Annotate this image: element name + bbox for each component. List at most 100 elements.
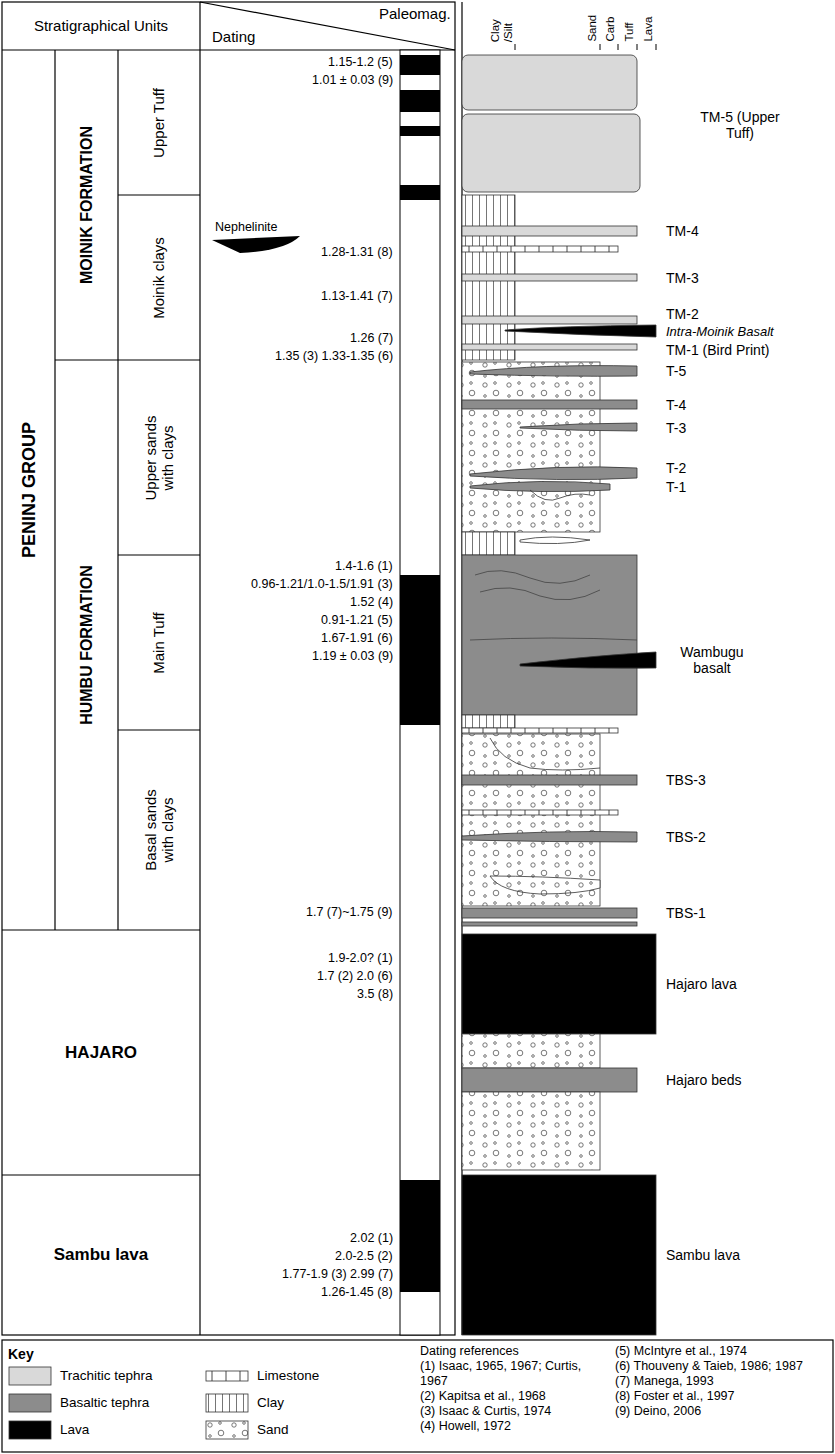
litho-shape bbox=[2, 1174, 200, 1175]
legend-swatch bbox=[205, 1366, 249, 1386]
litho-shape bbox=[462, 908, 637, 918]
litho-shape bbox=[462, 734, 600, 906]
litho-shape bbox=[462, 274, 637, 281]
litho-shape bbox=[462, 810, 618, 815]
litho-shape bbox=[2, 929, 200, 930]
legend-swatch bbox=[205, 1420, 249, 1440]
text-label: 1.52 (4) bbox=[350, 595, 393, 609]
dating-reference: (7) Manega, 1993 bbox=[615, 1374, 829, 1389]
legend-text: Lava bbox=[60, 1422, 89, 1438]
legend-text: Sand bbox=[257, 1422, 289, 1438]
litho-shape bbox=[462, 316, 637, 324]
unit-name: Moinik clays bbox=[150, 223, 167, 333]
text-label: Stratigraphical Units bbox=[26, 17, 176, 34]
swatch-fill bbox=[206, 1394, 248, 1412]
unit-cell: Moinik clays bbox=[118, 195, 200, 360]
dating-reference: (4) Howell, 1972 bbox=[420, 1419, 612, 1434]
litho-shape bbox=[618, 44, 619, 50]
text-label: 3.5 (8) bbox=[357, 987, 393, 1001]
unit-cell: MOINIK FORMATION bbox=[55, 50, 118, 360]
litho-shape bbox=[530, 490, 590, 500]
text-label: Hajaro beds bbox=[666, 1072, 742, 1088]
legend-text: Limestone bbox=[257, 1368, 319, 1384]
unit-name: HUMBU FORMATION bbox=[77, 495, 95, 795]
text-label: TM-5 (Upper Tuff) bbox=[685, 109, 795, 141]
swatch-fill bbox=[206, 1371, 248, 1381]
litho-shape bbox=[55, 359, 200, 360]
litho-shape bbox=[462, 1034, 600, 1068]
litho-shape bbox=[117, 50, 118, 930]
litho-shape bbox=[462, 55, 656, 1335]
swatch-fill bbox=[9, 1394, 51, 1412]
swatch-fill bbox=[9, 1367, 51, 1385]
litho-shape bbox=[462, 532, 515, 555]
text-label: 1.19 ± 0.03 (9) bbox=[312, 649, 393, 663]
litho-shape bbox=[212, 236, 300, 253]
unit-cell: Upper Tuff bbox=[118, 50, 200, 195]
litho-shape bbox=[462, 226, 637, 236]
litho-shape bbox=[515, 44, 516, 50]
unit-name: PENINJ GROUP bbox=[18, 340, 39, 640]
text-label: 1.13-1.41 (7) bbox=[321, 289, 393, 303]
text-label: 1.9-2.0? (1) bbox=[328, 951, 393, 965]
litho-shape bbox=[470, 638, 637, 640]
litho-shape bbox=[656, 44, 657, 50]
text-label: Nephelinite bbox=[215, 220, 278, 234]
dating-reference: (9) Deino, 2006 bbox=[615, 1404, 829, 1419]
legend-swatch bbox=[8, 1420, 52, 1440]
text-label: 1.26 (7) bbox=[350, 331, 393, 345]
litho-shape bbox=[470, 481, 610, 491]
litho-shape bbox=[462, 55, 637, 110]
litho-shape bbox=[118, 554, 200, 555]
text-label: T-5 bbox=[666, 363, 686, 379]
litho-shape bbox=[520, 652, 656, 668]
legend-swatch bbox=[8, 1366, 52, 1386]
text-label: TM-1 (Bird Print) bbox=[666, 342, 769, 358]
litho-shape bbox=[54, 50, 55, 930]
litho-shape bbox=[505, 325, 656, 337]
litho-shape bbox=[400, 575, 440, 725]
text-label: Intra-Moinik Basalt bbox=[666, 325, 774, 340]
text-label: 1.67-1.91 (6) bbox=[321, 631, 393, 645]
litho-shape bbox=[470, 467, 637, 480]
text-label: Lava bbox=[642, 2, 655, 42]
text-label: Key bbox=[8, 1346, 34, 1362]
reference-column: (5) McIntyre et al., 1974(6) Thouveny & … bbox=[615, 1344, 829, 1419]
text-label: Dating bbox=[212, 28, 255, 45]
swatch-fill bbox=[9, 1421, 51, 1439]
litho-shape bbox=[470, 366, 637, 377]
legend-text: Trachitic tephra bbox=[60, 1368, 153, 1384]
legend-text: Clay bbox=[257, 1395, 284, 1411]
text-label: 1.4-1.6 (1) bbox=[335, 559, 393, 573]
litho-shape bbox=[118, 194, 200, 195]
text-label: Sand bbox=[586, 2, 599, 42]
dating-reference: (6) Thouveny & Taieb, 1986; 1987 bbox=[615, 1359, 829, 1374]
litho-shape bbox=[118, 729, 200, 730]
litho-shape bbox=[490, 738, 600, 770]
text-label: 2.0-2.5 (2) bbox=[335, 1249, 393, 1263]
litho-shape bbox=[462, 246, 618, 252]
text-label: TBS-3 bbox=[666, 772, 706, 788]
litho-shape bbox=[462, 934, 656, 1034]
dating-reference: (8) Foster et al., 1997 bbox=[615, 1389, 829, 1404]
litho-shape bbox=[462, 775, 637, 785]
dating-reference: (5) McIntyre et al., 1974 bbox=[615, 1344, 829, 1359]
text-label: 0.91-1.21 (5) bbox=[321, 613, 393, 627]
text-label: T-1 bbox=[666, 479, 686, 495]
litho-shape bbox=[520, 423, 637, 431]
litho-shape bbox=[480, 588, 600, 600]
dating-reference: Dating references bbox=[420, 1344, 612, 1359]
text-label: TM-3 bbox=[666, 270, 699, 286]
litho-shape bbox=[462, 715, 515, 728]
litho-shape bbox=[200, 2, 455, 50]
litho-shape bbox=[400, 50, 440, 1335]
unit-name: MOINIK FORMATION bbox=[77, 60, 95, 350]
text-label: TBS-2 bbox=[666, 829, 706, 845]
litho-shape bbox=[515, 44, 656, 50]
text-label: 0.96-1.21/1.0-1.5/1.91 (3) bbox=[251, 577, 393, 591]
unit-name: Main Tuff bbox=[150, 588, 167, 698]
unit-cell: HAJARO bbox=[2, 930, 200, 1175]
unit-cell: Sambu lava bbox=[2, 1175, 200, 1335]
text-label: 1.01 ± 0.03 (9) bbox=[312, 73, 393, 87]
